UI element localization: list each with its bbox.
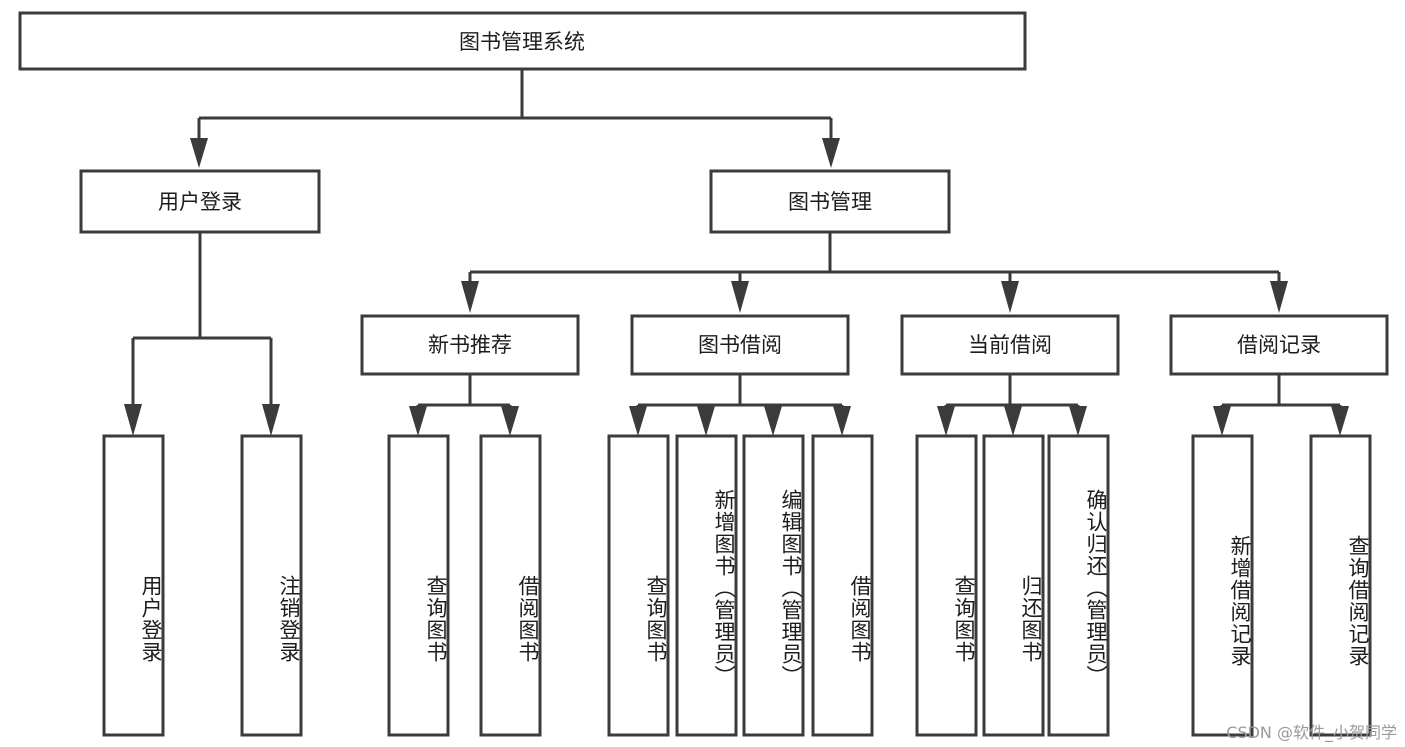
arrow-head-icon [501,406,519,436]
node-new-book-recommend-box[interactable] [360,314,580,376]
connector-user-login-to-leaves [124,232,280,436]
leaf-box-add-borrow-record[interactable] [1191,434,1254,737]
leaf-box-edit-book-admin[interactable] [742,434,805,737]
leaf-box-query-book-current[interactable] [915,434,978,737]
node-root-label: 图书管理系统 [459,30,585,54]
node-new-book-recommend[interactable]: 新书推荐 [360,314,580,376]
arrow-head-icon [1270,281,1288,313]
node-current-borrow-box[interactable] [900,314,1120,376]
node-book-borrow[interactable]: 图书借阅 [630,314,850,376]
leaf-box-logout[interactable] [240,434,303,737]
leaf-box-user-login[interactable] [102,434,165,737]
connector-borrow-record-to-leaves [1213,374,1349,436]
arrow-head-icon [124,404,142,436]
arrow-head-icon [731,281,749,313]
arrow-head-icon [1213,406,1231,436]
node-book-management[interactable]: 图书管理 [709,169,951,234]
node-user-login[interactable]: 用户登录 [79,169,321,234]
arrow-head-icon [833,406,851,436]
node-book-borrow-label: 图书借阅 [698,333,782,357]
arrow-head-icon [1069,406,1087,436]
node-book-management-label: 图书管理 [788,190,872,214]
leaf-box-borrow-book-recommend[interactable] [479,434,542,737]
arrow-head-icon [1331,406,1349,436]
leaf-box-add-book-admin[interactable] [675,434,738,737]
arrow-head-icon [629,406,647,436]
arrow-head-icon [1004,406,1022,436]
arrow-head-icon [409,406,427,436]
arrow-head-icon [697,406,715,436]
node-current-borrow[interactable]: 当前借阅 [900,314,1120,376]
arrow-head-icon [262,404,280,436]
arrow-head-icon [937,406,955,436]
leaf-box-query-borrow-record[interactable] [1309,434,1372,737]
node-root-box[interactable] [18,11,1027,71]
leaf-box-borrow-book[interactable] [811,434,874,737]
leaf-box-confirm-return-admin[interactable] [1047,434,1110,737]
node-root[interactable]: 图书管理系统 [18,11,1027,71]
connector-current-borrow-to-leaves [937,374,1087,436]
arrow-head-icon [822,138,840,168]
connector-book-management-to-level3 [461,232,1288,313]
leaf-box-query-book-recommend[interactable] [387,434,450,737]
node-user-login-label: 用户登录 [158,190,242,214]
node-borrow-record-label: 借阅记录 [1237,333,1321,357]
arrow-head-icon [764,406,782,436]
arrow-head-icon [1001,281,1019,313]
node-user-login-box[interactable] [79,169,321,234]
arrow-head-icon [190,138,208,168]
leaf-box-return-book[interactable] [982,434,1045,737]
connector-new-book-recommend-to-leaves [409,374,519,436]
arrow-head-icon [461,281,479,313]
node-new-book-recommend-label: 新书推荐 [428,333,512,357]
leaf-box-query-book-borrow[interactable] [607,434,670,737]
connector-book-borrow-to-leaves [629,374,851,436]
node-current-borrow-label: 当前借阅 [968,333,1052,357]
watermark-text: CSDN @软件_小贺同学 [1226,723,1397,742]
node-borrow-record[interactable]: 借阅记录 [1169,314,1389,376]
connector-root-to-level2 [190,69,840,168]
